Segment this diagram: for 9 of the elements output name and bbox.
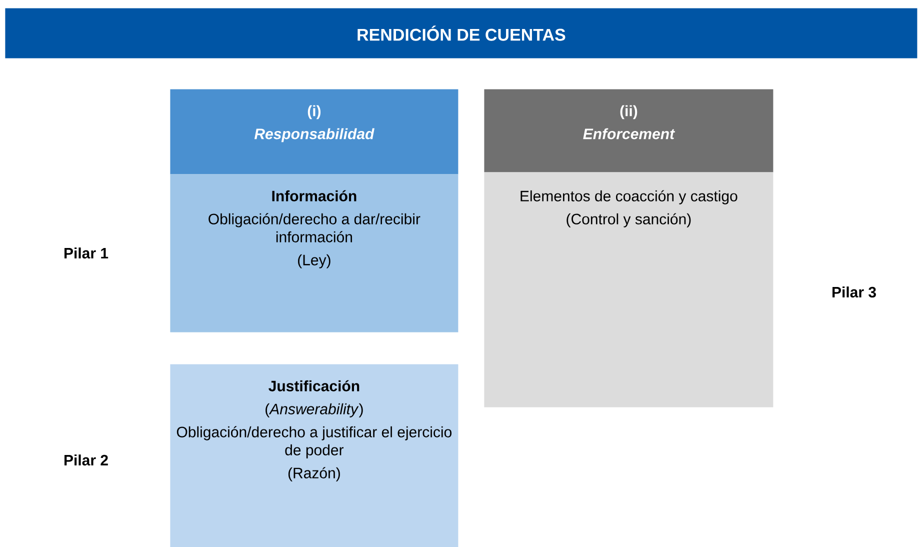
pillar-label: Pilar 1 (64, 248, 108, 258)
title-band: RENDICIÓN DE CUENTAS (5, 8, 918, 58)
header-box: (ii) Enforcement (484, 89, 774, 172)
pillar-label: Pilar 3 (832, 286, 876, 298)
pillar-box: Información Obligación/derecho a dar/recibir información (Ley) (170, 174, 458, 332)
pillar-box: Justificación (Answerability) Obligación/derecho a justificar el ejercicio de poder (Razón) (170, 364, 458, 547)
pillar-label: Pilar 2 (64, 454, 108, 466)
header-box: (i) Responsabilidad (170, 89, 458, 174)
pillar-box: Elementos de coacción y castigo (Control y sanción) (484, 172, 774, 408)
